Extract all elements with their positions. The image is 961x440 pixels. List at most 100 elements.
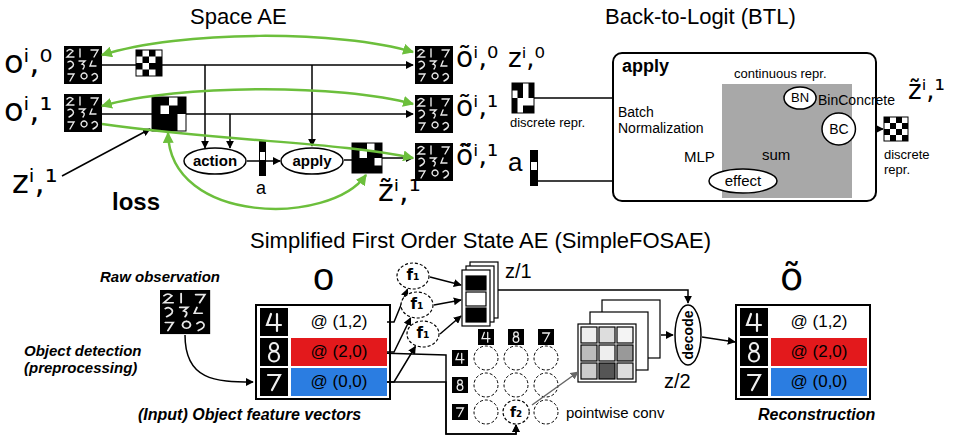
node-text: @ (2,0)	[311, 342, 368, 362]
wire	[311, 65, 313, 146]
node-text: @ (1,2)	[791, 312, 848, 332]
latent-code-image	[152, 97, 186, 131]
conv-grid	[474, 400, 498, 424]
feature-row: @ (1,2)	[291, 308, 387, 336]
conv-grid	[504, 346, 528, 370]
latent-code-image	[352, 143, 382, 173]
binary-output-stack	[581, 345, 597, 361]
label: Raw observation	[100, 268, 220, 285]
label: oⁱ,⁰	[4, 44, 52, 81]
reconstruction-image	[415, 95, 453, 133]
action-vector	[530, 150, 538, 186]
conv-grid	[474, 346, 498, 370]
reconstruction-image	[415, 143, 453, 181]
object-box: o@ (1,2)@ (2,0)@ (0,0)	[255, 304, 391, 400]
node-text: effect	[725, 172, 761, 189]
reconstruction-box: õ@ (1,2)@ (2,0)@ (0,0)	[735, 304, 871, 400]
binary-output-stack	[581, 327, 597, 343]
feature-row: @ (1,2)	[771, 308, 867, 336]
wire	[344, 159, 352, 161]
observation-image	[64, 46, 102, 84]
node-text: õ	[780, 258, 803, 296]
latent-code-image	[884, 117, 908, 141]
process-ellipse: apply	[280, 147, 344, 175]
label: discrete repr.	[884, 148, 954, 178]
wire	[102, 64, 136, 66]
latent-code-image	[512, 83, 534, 113]
label: discrete repr.	[510, 116, 585, 131]
digit-image	[260, 308, 288, 336]
label: z/2	[664, 370, 691, 393]
node-text: @ (1,2)	[311, 312, 368, 332]
wire	[430, 277, 461, 285]
node-outline	[281, 148, 343, 174]
label: z̃ⁱ,¹	[378, 174, 421, 209]
node-text: @ (0,0)	[311, 372, 368, 392]
conv-arrow	[532, 372, 578, 405]
latent-code-image	[136, 50, 162, 76]
label: pointwise conv	[566, 404, 664, 421]
conv-grid	[474, 346, 558, 424]
node-outline	[401, 292, 433, 318]
unary-filter: f₁	[396, 262, 430, 290]
node-text: apply	[622, 56, 669, 77]
unary-filter: f₁	[406, 320, 440, 348]
binary-filter: f₂	[502, 399, 530, 425]
label: a	[256, 178, 266, 199]
digit-image	[452, 377, 468, 393]
label: MLP	[684, 148, 715, 165]
latent-code-image	[352, 143, 382, 173]
digit-image	[508, 329, 524, 345]
binary-output-stack	[599, 345, 615, 361]
wire	[102, 113, 152, 115]
label: oⁱ,¹	[4, 92, 52, 129]
binary-output-stack	[617, 363, 633, 379]
loss-curve	[168, 133, 366, 209]
label: õⁱ,⁰	[456, 42, 498, 74]
binary-output-stack	[617, 327, 633, 343]
latent-code-image	[512, 83, 534, 113]
action-vector	[530, 150, 538, 186]
digit-image	[260, 368, 288, 396]
latent-code-image	[352, 143, 382, 173]
loss-curve	[102, 89, 413, 106]
digit-image	[740, 368, 768, 396]
wire	[498, 290, 688, 303]
wire	[229, 114, 231, 148]
digit-image	[452, 350, 468, 366]
node-outline	[709, 169, 777, 193]
label: z̃ⁱ,¹	[908, 76, 945, 106]
label: õ̃ⁱ,¹	[456, 140, 498, 172]
latent-code-image	[884, 117, 908, 141]
wire	[162, 64, 413, 66]
latent-code-image	[152, 97, 186, 131]
node-text: f₁	[416, 325, 429, 342]
label: zⁱ,¹	[12, 164, 58, 201]
unary-output-stack	[466, 292, 486, 306]
unary-filter: f₁	[400, 291, 434, 319]
binary-output-stack	[617, 345, 633, 361]
digit-image	[260, 338, 288, 366]
binary-output-stack	[581, 363, 597, 379]
connector	[387, 353, 516, 434]
latent-code-image	[884, 117, 908, 141]
node-text: BN	[791, 91, 809, 106]
feature-row: @ (0,0)	[291, 368, 387, 396]
raw-observation-image	[160, 290, 210, 334]
label: (Input) Object feature vectors	[138, 406, 361, 424]
action-vector	[260, 152, 265, 160]
digit-image	[452, 350, 468, 366]
digit-image	[538, 329, 554, 345]
raw-observation-image	[160, 290, 210, 334]
binary-output-stack	[578, 324, 636, 382]
digit-image	[452, 404, 468, 420]
digit-image	[452, 377, 468, 393]
label: Batch Normalization	[618, 104, 730, 136]
action-vector	[259, 140, 266, 176]
conv-grid	[534, 373, 558, 397]
bn-circle: BN	[783, 86, 817, 110]
wire	[62, 65, 413, 176]
label: zⁱ,⁰	[508, 44, 545, 74]
wire	[62, 129, 150, 176]
